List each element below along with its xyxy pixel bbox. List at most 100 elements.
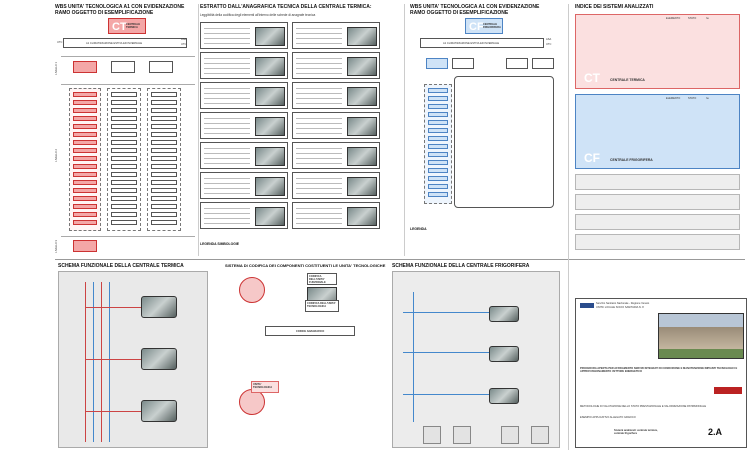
wbs-node: [151, 116, 177, 121]
wbs-node: [73, 100, 97, 105]
cf-badge: CF CENTRALE FRIGORIFERA: [465, 18, 503, 34]
schema-cf-title: SCHEMA FUNZIONALE DELLA CENTRALE FRIGORI…: [392, 263, 530, 269]
codifica-box-ut: CODIFICA DELL'UNITA' TECNOLOGICA: [305, 300, 339, 312]
anagrafica-card-line: [296, 93, 342, 94]
wbs-ct-tag-right1: ASA: [181, 38, 187, 41]
anagrafica-card: [200, 82, 288, 109]
wbs-node: [111, 204, 137, 209]
anagrafica-card-photo: [255, 117, 285, 136]
anagrafica-card-photo: [347, 57, 377, 76]
wbs-node: [428, 128, 448, 133]
wbs-ct-level-1: LIVELLO 1: [55, 62, 58, 75]
anagrafica-card-line: [296, 38, 342, 39]
cf-badge-text: CF: [469, 21, 484, 33]
anagrafica-card-line: [204, 153, 250, 154]
title-block-org: Servizio Sanitario Nazionale - Regione V…: [596, 302, 650, 305]
index-other-3: [575, 214, 740, 230]
anagrafica-card-line: [204, 73, 250, 74]
index-cf-col-1: ELEMENTO: [666, 97, 681, 100]
anagrafica-card-photo: [255, 177, 285, 196]
wbs-node: [428, 192, 448, 197]
anagrafica-card-line: [204, 148, 250, 149]
codifica-callout-1: [239, 277, 265, 303]
cf-tank-3: [501, 426, 519, 444]
wbs-node: [111, 148, 137, 153]
anagrafica-card-line: [204, 163, 250, 164]
wbs-ct-col-c: [147, 88, 181, 231]
wbs-node: [111, 212, 137, 217]
panel-sistema-codifica: SISTEMA DI CODIFICA DEI COMPONENTI COSTI…: [225, 263, 385, 448]
index-ct-col-2: STATO: [688, 17, 697, 20]
panel-wbs-ct: WBS UNITA' TECNOLOGICA A1 CON EVIDENZAZI…: [55, 4, 195, 256]
ct-boiler-2: [141, 348, 177, 370]
anagrafica-card-line: [296, 213, 342, 214]
wbs-ct-row-label: A1 CLIMATIZZAZIONE ESTIVA ED INVERNALE: [86, 42, 143, 45]
title-block: Servizio Sanitario Nazionale - Regione V…: [575, 298, 747, 448]
wbs-node: [73, 116, 97, 121]
wbs-node: [151, 212, 177, 217]
anagrafica-card: [292, 112, 380, 139]
index-cf-col-3: №: [706, 97, 709, 100]
wbs-ct-col-a: [69, 88, 101, 231]
panel-anagrafica: ESTRATTO DALL'ANAGRAFICA TECNICA DELLA C…: [200, 4, 382, 256]
anagrafica-card-photo: [255, 57, 285, 76]
panel-schema-cf: SCHEMA FUNZIONALE DELLA CENTRALE FRIGORI…: [392, 263, 560, 448]
ct-badge-label: CENTRALE TERMICA: [126, 23, 141, 29]
wbs-node: [151, 204, 177, 209]
wbs-node: [428, 112, 448, 117]
anagrafica-card: [200, 172, 288, 199]
cf-tank-4: [531, 426, 549, 444]
wbs-ct-level-row: A1 CLIMATIZZAZIONE ESTIVA ED INVERNALE: [63, 38, 187, 48]
wbs-node: [111, 172, 137, 177]
wbs-node: [111, 124, 137, 129]
wbs-cf-l1-c: [506, 58, 528, 69]
anagrafica-card-photo: [347, 177, 377, 196]
wbs-node: [428, 176, 448, 181]
anagrafica-card-line: [204, 118, 250, 119]
wbs-node: [151, 164, 177, 169]
wbs-ct-l1-box-a: [73, 61, 97, 73]
wbs-node: [151, 220, 177, 225]
anagrafica-card-line: [204, 58, 250, 59]
legenda-simbologie: LEGENDA SIMBOLOGIE: [200, 242, 240, 246]
anagrafica-card-line: [296, 63, 342, 64]
cf-tank-2: [453, 426, 471, 444]
anagrafica-card-photo: [255, 147, 285, 166]
wbs-node: [428, 96, 448, 101]
index-other-1: [575, 174, 740, 190]
anagrafica-card-line: [204, 93, 250, 94]
wbs-node: [111, 164, 137, 169]
title-block-building: [658, 313, 744, 359]
wbs-node: [73, 196, 97, 201]
index-other-4: [575, 234, 740, 250]
wbs-cf-l1-d: [532, 58, 554, 69]
wbs-node: [111, 180, 137, 185]
codifica-box-ut-label: CODIFICA DELL'UNITA' TECNOLOGICA: [307, 302, 336, 308]
panel-index-title: INDICE DEI SISTEMI ANALIZZATI: [575, 4, 654, 10]
wbs-node: [111, 100, 137, 105]
anagrafica-card-line: [296, 103, 342, 104]
wbs-node: [428, 120, 448, 125]
anagrafica-card-line: [204, 218, 250, 219]
wbs-ct-l1-box-c: [149, 61, 173, 73]
anagrafica-card-line: [296, 33, 342, 34]
title-block-org2: UNITA' LOCALE SOCIO SANITARIA N. 8: [596, 306, 644, 309]
anagrafica-card-line: [204, 103, 250, 104]
cf-chiller-1: [489, 306, 519, 322]
anagrafica-card-line: [204, 178, 250, 179]
wbs-node: [151, 180, 177, 185]
anagrafica-card-line: [296, 118, 342, 119]
wbs-ct-level-2: LIVELLO 2: [55, 149, 58, 162]
anagrafica-card-line: [204, 123, 250, 124]
anagrafica-card-line: [204, 43, 250, 44]
cf-chiller-2: [489, 346, 519, 362]
anagrafica-card-line: [204, 223, 250, 224]
wbs-node: [73, 132, 97, 137]
wbs-node: [428, 184, 448, 189]
anagrafica-card-line: [296, 183, 342, 184]
wbs-node: [428, 152, 448, 157]
ct-badge: CT CENTRALE TERMICA: [108, 18, 146, 34]
wbs-node: [73, 140, 97, 145]
anagrafica-card-line: [204, 68, 250, 69]
anagrafica-card-line: [296, 193, 342, 194]
